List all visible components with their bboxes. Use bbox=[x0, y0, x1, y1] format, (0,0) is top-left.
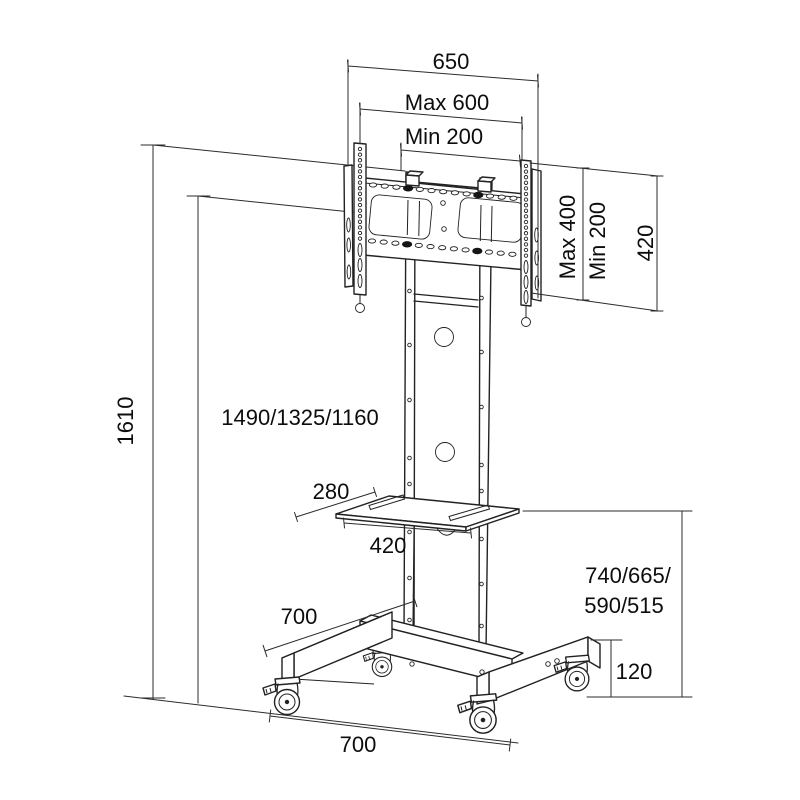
dim-overall-width bbox=[347, 59, 539, 299]
mount-rail-left bbox=[353, 142, 367, 296]
label-base-width: 700 bbox=[340, 732, 377, 757]
dim-ground-line bbox=[123, 695, 519, 744]
label-overall-width: 650 bbox=[433, 49, 470, 74]
dim-bracket-height-group bbox=[529, 162, 664, 312]
label-shelf-heights-line2: 590/515 bbox=[584, 593, 664, 618]
base-frame bbox=[262, 611, 601, 734]
media-shelf bbox=[335, 494, 520, 536]
dim-overall-height bbox=[140, 144, 166, 700]
bracket-slot-row-bottom bbox=[367, 238, 517, 257]
dimension-lines bbox=[123, 59, 693, 752]
label-overall-height: 1610 bbox=[113, 397, 138, 446]
column-panel-flange bbox=[413, 293, 479, 308]
cable-hole-upper bbox=[434, 327, 454, 347]
cable-hole-lower bbox=[435, 442, 455, 462]
label-vesa-width-max: Max 600 bbox=[405, 90, 489, 115]
column-screw-dots-right bbox=[479, 295, 484, 629]
mount-rail-right-holes bbox=[523, 163, 529, 304]
column-screw-dots-left bbox=[407, 288, 412, 623]
tube-seen-through-cutouts bbox=[406, 199, 493, 243]
label-shelf-width: 420 bbox=[370, 533, 407, 558]
dim-shelf-height-group bbox=[522, 510, 693, 698]
dimension-labels: 650 Max 600 Min 200 Max 400 Min 200 420 … bbox=[113, 49, 672, 757]
label-mount-height-options: 1490/1325/1160 bbox=[221, 405, 378, 430]
label-shelf-heights-line1: 740/665/ bbox=[585, 563, 672, 588]
base-rail-right bbox=[476, 636, 601, 705]
label-base-depth: 700 bbox=[281, 604, 318, 629]
dim-shelf-depth bbox=[294, 487, 377, 522]
dim-shelf-width bbox=[343, 517, 472, 539]
vesa-bracket bbox=[343, 142, 542, 327]
mount-rail-left-holes bbox=[357, 146, 363, 288]
dim-base-depth bbox=[262, 594, 418, 658]
label-vesa-height-max: Max 400 bbox=[555, 195, 580, 279]
dim-base-height bbox=[590, 639, 623, 698]
pull-cord-right bbox=[521, 306, 531, 327]
pull-cord-left bbox=[355, 294, 365, 313]
shelf-right-edge bbox=[465, 508, 520, 532]
label-base-height: 120 bbox=[616, 659, 653, 684]
dim-vesa-width-max bbox=[359, 102, 523, 161]
caster-front-right bbox=[457, 693, 498, 734]
column-top-stub-right bbox=[477, 176, 496, 193]
dim-vesa-width-min bbox=[400, 142, 521, 171]
caster-front-left bbox=[262, 676, 301, 716]
label-bracket-plate-height: 420 bbox=[633, 225, 658, 262]
bracket-cutout-left bbox=[368, 194, 433, 240]
dim-mount-height bbox=[186, 195, 211, 704]
column-top-stub-left bbox=[405, 170, 424, 187]
dim-base-width bbox=[268, 709, 512, 752]
label-shelf-depth: 280 bbox=[313, 479, 350, 504]
shelf-slot-left bbox=[368, 494, 406, 511]
label-vesa-width-min: Min 200 bbox=[405, 124, 483, 149]
label-vesa-height-min: Min 200 bbox=[585, 202, 610, 280]
bracket-slot-row-top bbox=[368, 182, 518, 201]
shelf-slot-right bbox=[448, 504, 491, 522]
